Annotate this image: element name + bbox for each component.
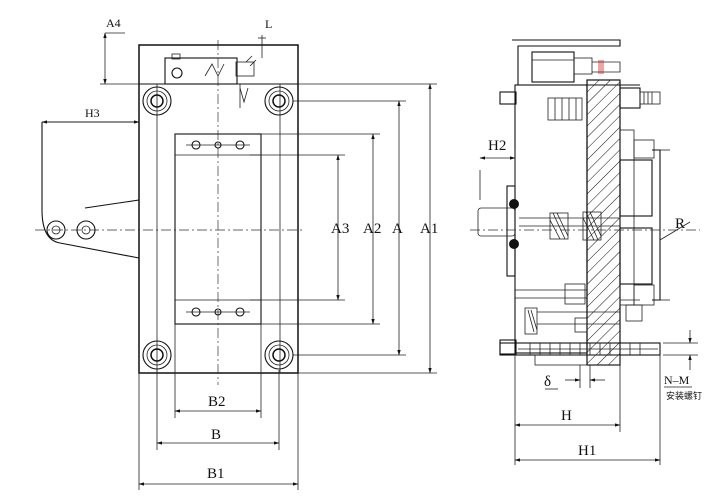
top-switch-assembly bbox=[164, 53, 257, 108]
side-hatched-shoe bbox=[586, 79, 621, 366]
dim-label-a4: A4 bbox=[106, 16, 121, 30]
dim-label-h1: H1 bbox=[578, 443, 596, 459]
dim-label-r: R bbox=[675, 216, 685, 232]
dim-label-b2: B2 bbox=[208, 394, 226, 410]
front-body-outline bbox=[138, 44, 299, 374]
hole-row-top bbox=[186, 140, 250, 150]
bolt-top-left bbox=[142, 86, 172, 116]
dim-label-nm: N–M bbox=[664, 373, 690, 387]
bolt-bottom-left bbox=[142, 340, 172, 370]
bolt-bottom-right bbox=[264, 340, 294, 370]
mounting-screw-note: 安装螺钉 bbox=[666, 390, 702, 402]
bolt-top-right bbox=[264, 86, 294, 116]
dim-label-h3: H3 bbox=[85, 106, 100, 120]
dim-label-h: H bbox=[561, 408, 572, 424]
dim-label-h2: H2 bbox=[488, 138, 506, 154]
spring-assembly bbox=[519, 211, 620, 241]
side-top-bracket bbox=[512, 39, 621, 85]
adjusting-bolt bbox=[515, 283, 643, 335]
dim-label-a: A bbox=[392, 221, 403, 237]
side-view: R bbox=[470, 39, 702, 465]
dim-label-l: L bbox=[265, 17, 272, 31]
brake-arm bbox=[41, 121, 140, 259]
hole-row-bottom bbox=[186, 307, 250, 317]
dim-label-delta: δ bbox=[544, 374, 551, 390]
dim-label-a2: A2 bbox=[363, 221, 381, 237]
front-view: A4 L H3 A3 A2 A A1 B2 B bbox=[35, 16, 438, 490]
side-back-plate bbox=[514, 84, 588, 354]
dim-label-b1: B1 bbox=[207, 466, 225, 482]
dim-label-a3: A3 bbox=[331, 221, 349, 237]
dim-label-b: B bbox=[211, 427, 221, 443]
release-lever bbox=[477, 185, 519, 277]
dim-label-a1: A1 bbox=[420, 221, 438, 237]
mounting-bolt bbox=[499, 342, 661, 366]
